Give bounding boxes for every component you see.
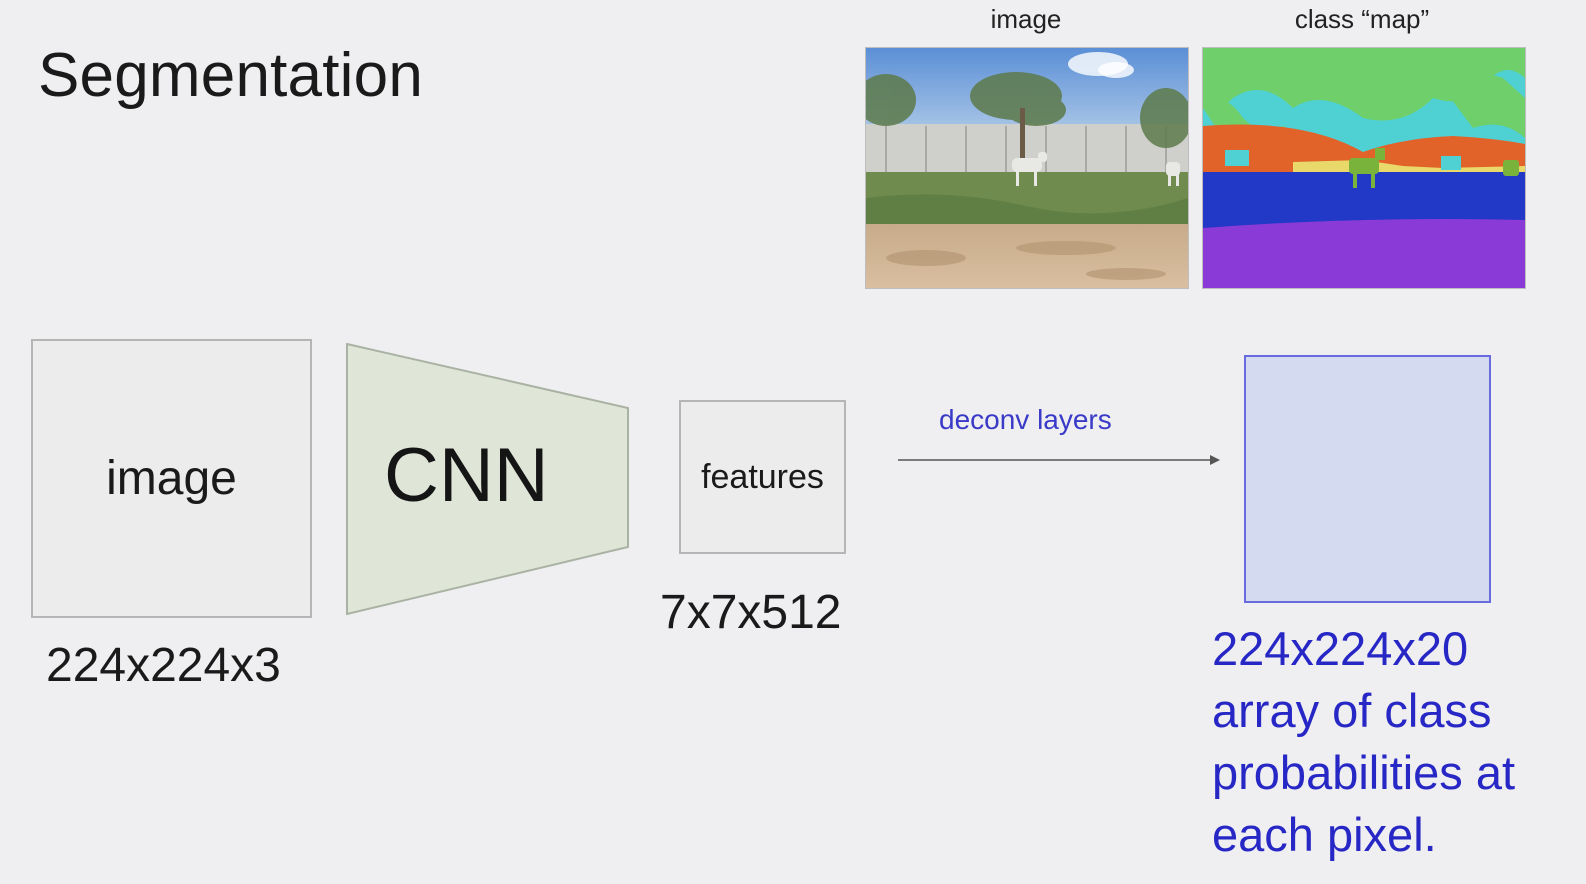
example-photo [865, 47, 1189, 289]
deconv-layers-label: deconv layers [939, 404, 1112, 435]
output-description: 224x224x20 array of class probabilities … [1212, 618, 1572, 866]
input-dimensions: 224x224x3 [46, 639, 281, 692]
output-line: probabilities at [1212, 746, 1516, 799]
input-image-block: image [31, 339, 312, 618]
photo-caption: image [990, 4, 1062, 34]
cnn-label: CNN [384, 433, 549, 518]
cnn-trapezoid [346, 343, 629, 616]
features-dimensions: 7x7x512 [660, 586, 842, 639]
output-line: array of class [1212, 684, 1492, 737]
deconv-arrow [898, 455, 1220, 465]
output-line: each pixel. [1212, 808, 1437, 861]
map-caption: class “map” [1294, 4, 1430, 34]
example-class-map-graphic [1203, 48, 1525, 288]
features-label: features [701, 457, 824, 496]
slide-title: Segmentation [38, 41, 423, 110]
output-line: 224x224x20 [1212, 622, 1469, 675]
output-probability-block [1244, 355, 1491, 603]
example-class-map [1202, 47, 1526, 289]
example-photo-graphic [866, 48, 1188, 288]
features-block: features [679, 400, 846, 554]
input-image-label: image [106, 452, 237, 505]
